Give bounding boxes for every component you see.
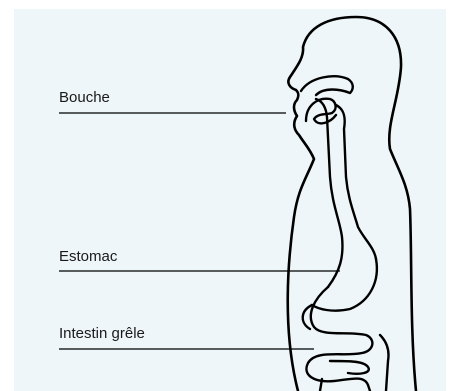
label-stomach: Estomac — [59, 249, 117, 264]
stomach-outline — [312, 259, 377, 311]
esophagus-left-wall — [316, 99, 342, 287]
nasal-cavity — [301, 76, 353, 95]
label-mouth: Bouche — [59, 90, 110, 105]
large-intestine-edge — [320, 335, 389, 391]
small-intestine-lower-loop — [330, 361, 369, 374]
anatomy-diagram: Bouche Estomac Intestin grêle — [14, 9, 446, 391]
label-small-intestine: Intestin grêle — [59, 326, 145, 341]
